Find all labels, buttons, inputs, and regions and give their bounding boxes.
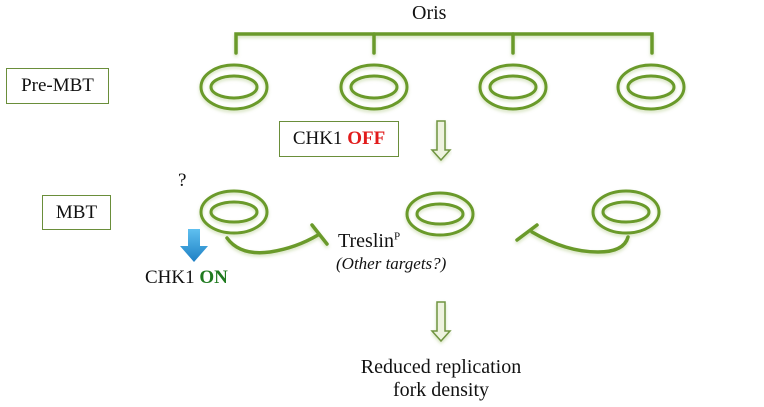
inhibition-t-bar-icon bbox=[225, 223, 329, 255]
treslin-label: TreslinP bbox=[338, 230, 400, 253]
pre-mbt-stage-label: Pre-MBT bbox=[21, 75, 94, 96]
inhibition-t-bar-icon bbox=[515, 223, 630, 254]
chk1-label: CHK1 bbox=[292, 128, 343, 149]
oris-bracket-icon bbox=[234, 32, 654, 55]
chk1-off-box: CHK1 OFF bbox=[279, 121, 399, 157]
hollow-down-arrow-icon bbox=[430, 120, 452, 162]
replication-origin-bubble-icon bbox=[199, 63, 269, 111]
other-targets-label: (Other targets?) bbox=[336, 254, 447, 273]
chk1-on-state: ON bbox=[199, 267, 228, 288]
replication-origin-bubble-icon bbox=[478, 63, 548, 111]
pre-mbt-stage-box: Pre-MBT bbox=[6, 68, 109, 104]
question-mark: ? bbox=[178, 170, 187, 191]
hollow-down-arrow-icon bbox=[430, 301, 452, 343]
pre-mbt-origins bbox=[199, 63, 686, 111]
replication-origin-bubble-icon bbox=[616, 63, 686, 111]
outcome-line-1: Reduced replication bbox=[360, 356, 522, 378]
outcome-label: Reduced replication fork density bbox=[340, 356, 542, 402]
chk1-off-state: OFF bbox=[347, 128, 386, 149]
chk1-on-label: CHK1 ON bbox=[145, 267, 228, 289]
replication-origin-bubble-icon bbox=[199, 189, 269, 235]
mbt-stage-label: MBT bbox=[55, 201, 98, 223]
replication-origin-bubble-icon bbox=[339, 63, 409, 111]
blue-down-arrow-icon bbox=[180, 229, 208, 262]
outcome-line-2: fork density bbox=[392, 379, 490, 401]
phospho-superscript: P bbox=[393, 230, 401, 243]
oris-label: Oris bbox=[412, 2, 447, 24]
treslin-name: Treslin bbox=[338, 230, 394, 252]
mbt-origins bbox=[199, 189, 661, 237]
chk1-label: CHK1 bbox=[145, 267, 195, 288]
replication-origin-bubble-icon bbox=[405, 191, 475, 237]
mbt-stage-box: MBT bbox=[42, 195, 111, 230]
replication-origin-bubble-icon bbox=[591, 189, 661, 235]
